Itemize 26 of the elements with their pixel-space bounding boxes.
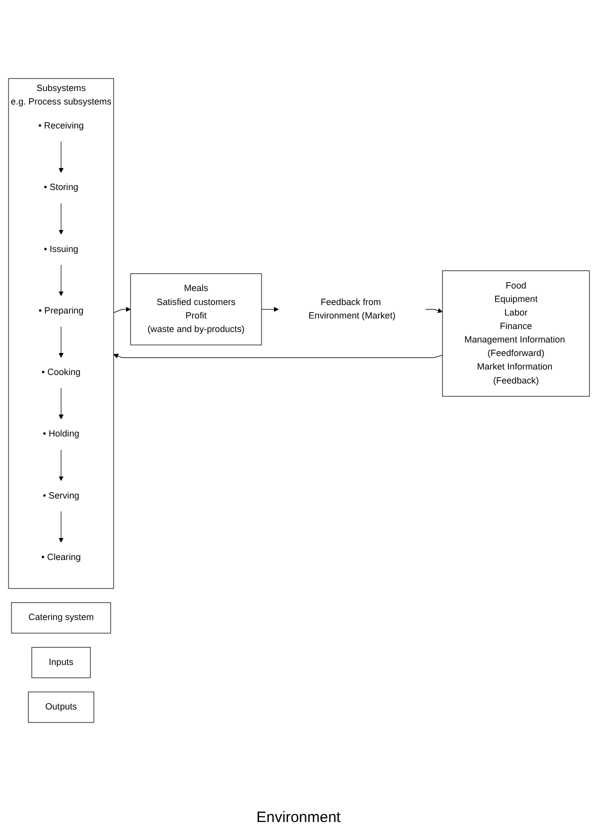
node-box: Outputs	[28, 692, 94, 723]
node-text: • Preparing	[38, 306, 84, 316]
node-text: • Clearing	[40, 552, 80, 562]
arrow	[112, 354, 442, 358]
arrow	[58, 449, 64, 481]
arrow	[58, 326, 64, 358]
node-box: Food Equipment Labor Finance Management Information (Feedforward) Market Information (Feedback)	[442, 270, 590, 397]
arrow	[112, 306, 130, 313]
node-text: Feedback from Environment (Market)	[308, 297, 395, 321]
node-text: • Serving	[42, 490, 79, 501]
node-box: Inputs	[31, 647, 90, 678]
node-box: Meals Satisfied customers Profit (waste and by-products)	[130, 273, 262, 346]
node-box: Catering system	[10, 602, 110, 634]
node-text: • Holding	[42, 429, 79, 439]
node-text: • Cooking	[41, 368, 80, 378]
arrow	[58, 141, 64, 173]
node-text: • Receiving	[38, 121, 84, 131]
arrow	[424, 308, 442, 313]
arrow	[58, 388, 64, 420]
arrow	[260, 306, 278, 312]
arrow	[58, 202, 64, 234]
arrow	[58, 264, 64, 296]
node-text: • Storing	[43, 182, 78, 192]
arrow	[58, 511, 64, 543]
node-text: • Issuing	[43, 244, 78, 254]
environment-label: Environment	[256, 809, 341, 826]
